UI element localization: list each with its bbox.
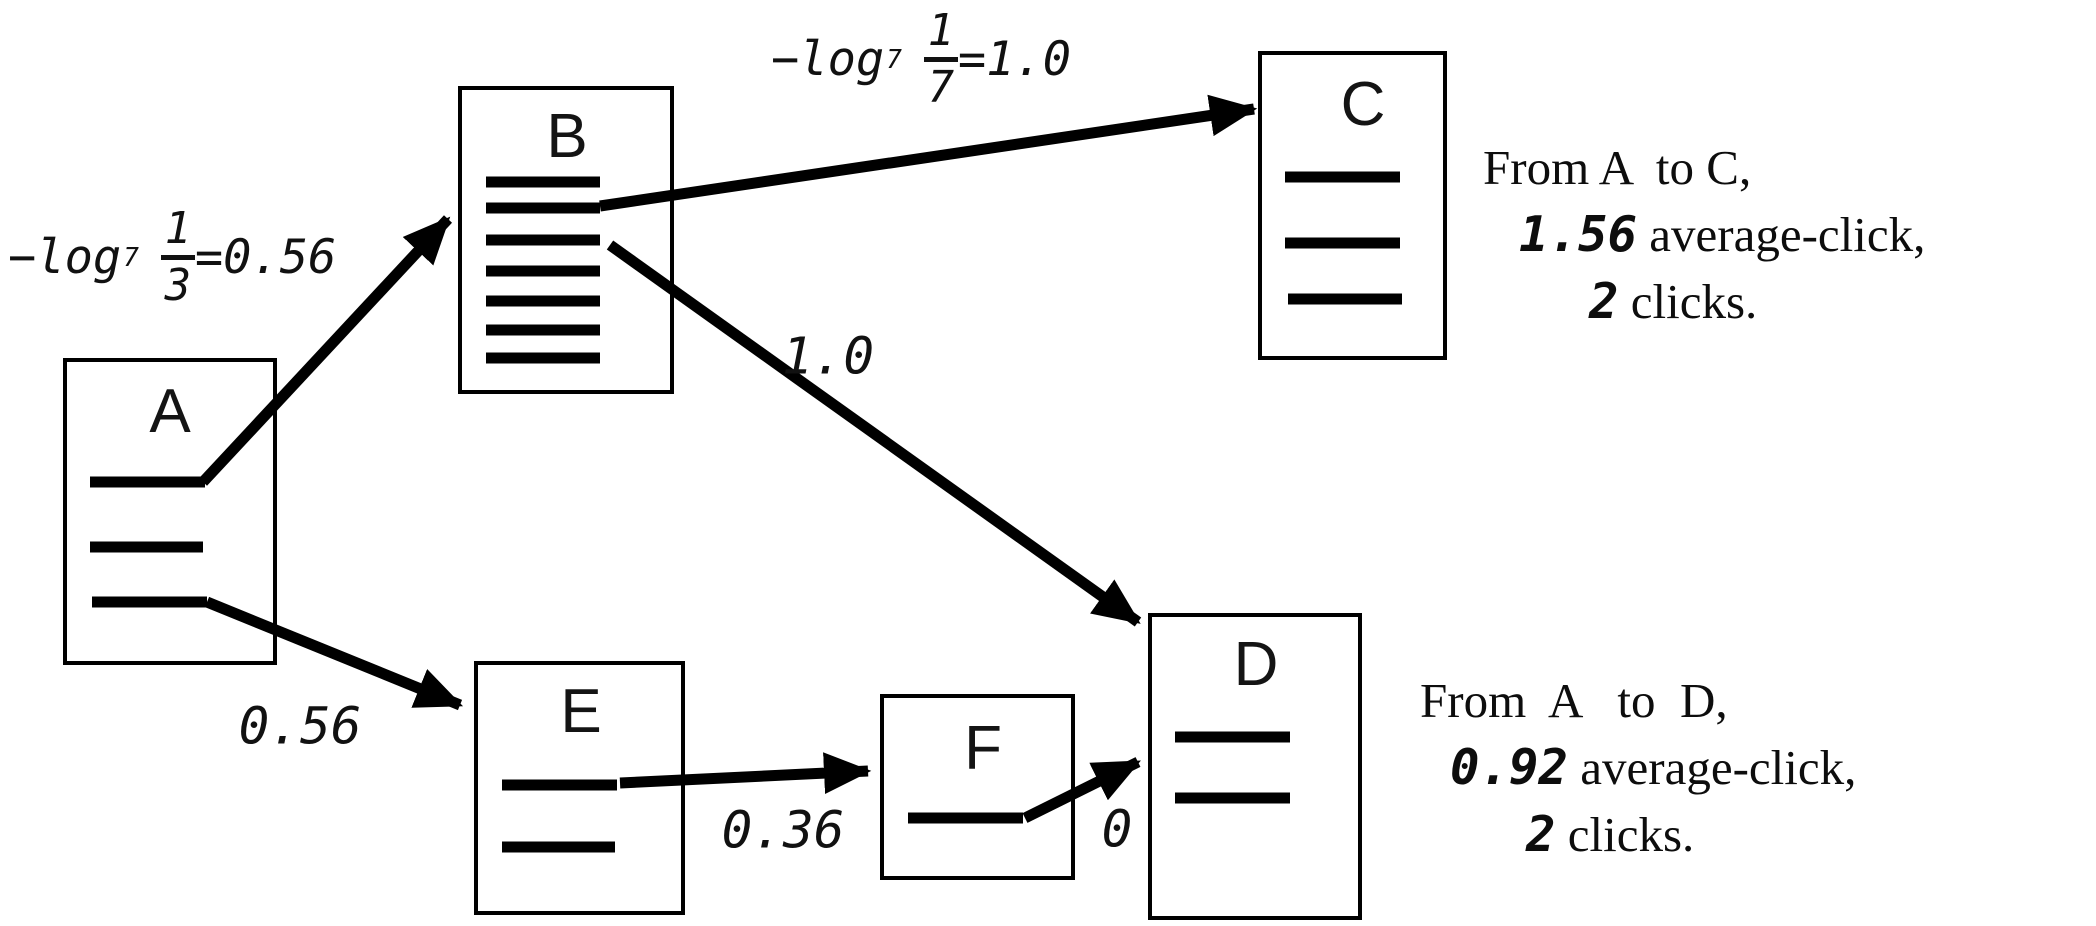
note-a-to-d: From A to D, 0.92 average-click, 2 click… bbox=[1420, 667, 1856, 868]
node-e-box bbox=[474, 661, 685, 915]
node-f: F bbox=[880, 694, 1075, 880]
node-b: B bbox=[458, 86, 674, 394]
node-f-box bbox=[880, 694, 1075, 880]
note-text: average-click, bbox=[1568, 740, 1857, 795]
arrow-a-to-b bbox=[198, 215, 453, 486]
fraction-bar bbox=[923, 57, 958, 63]
formula-a-to-b-result: =0.56 bbox=[194, 230, 337, 286]
note-a-to-c-line1: From A to C, bbox=[1483, 134, 1925, 201]
formula-b-to-c: −log 7 1 7 =1.0 bbox=[771, 5, 1072, 114]
note-text: average-click, bbox=[1637, 207, 1926, 262]
note-a-to-d-line3: 2 clicks. bbox=[1526, 801, 1856, 868]
node-c-box bbox=[1258, 51, 1447, 360]
arrow-b-to-d bbox=[606, 240, 1142, 627]
edge-label-f-to-d: 0 bbox=[1101, 800, 1133, 860]
arrow-a-to-e bbox=[204, 596, 464, 711]
node-b-label: B bbox=[546, 102, 587, 171]
node-a: A bbox=[63, 358, 277, 665]
node-d-label: D bbox=[1234, 630, 1279, 699]
average-click-value: 0.92 bbox=[1450, 739, 1569, 796]
note-a-to-d-line2: 0.92 average-click, bbox=[1450, 734, 1856, 801]
note-text: From A to D, bbox=[1420, 673, 1728, 728]
note-text: From A to C, bbox=[1483, 140, 1752, 195]
note-a-to-d-line1: From A to D, bbox=[1420, 667, 1856, 734]
fraction-denominator: 3 bbox=[164, 260, 192, 312]
clicks-value: 2 bbox=[1526, 806, 1556, 863]
node-d: D bbox=[1148, 613, 1362, 920]
node-c: C bbox=[1258, 51, 1447, 360]
fraction-numerator: 1 bbox=[164, 203, 192, 254]
arrow-f-to-d bbox=[1022, 757, 1141, 823]
node-d-box bbox=[1148, 613, 1362, 920]
node-b-box bbox=[458, 86, 674, 394]
fraction-numerator: 1 bbox=[927, 5, 955, 56]
node-a-label: A bbox=[149, 377, 191, 446]
node-f-label: F bbox=[964, 714, 1002, 783]
formula-a-to-b-prefix: −log bbox=[8, 230, 122, 286]
formula-b-to-c-result: =1.0 bbox=[957, 32, 1072, 88]
clicks-value: 2 bbox=[1589, 273, 1619, 330]
formula-b-to-c-prefix: −log bbox=[771, 32, 885, 88]
edge-label-e-to-f: 0.36 bbox=[721, 801, 845, 861]
note-text: clicks. bbox=[1618, 274, 1758, 329]
fraction-denominator: 7 bbox=[927, 62, 955, 114]
note-text: clicks. bbox=[1555, 807, 1695, 862]
edge-label-a-to-e: 0.56 bbox=[238, 697, 362, 757]
formula-b-to-c-fraction: 1 7 bbox=[923, 5, 958, 114]
note-a-to-c-line3: 2 clicks. bbox=[1589, 268, 1925, 335]
node-e-label: E bbox=[560, 677, 601, 746]
fraction-bar bbox=[160, 255, 195, 261]
node-a-box bbox=[63, 358, 277, 665]
average-click-value: 1.56 bbox=[1519, 206, 1638, 263]
node-e: E bbox=[474, 661, 685, 915]
arrow-e-to-f bbox=[619, 752, 872, 795]
note-a-to-c-line2: 1.56 average-click, bbox=[1519, 201, 1925, 268]
edge-label-b-to-d: 1.0 bbox=[781, 327, 875, 387]
node-c-label: C bbox=[1341, 70, 1386, 139]
arrow-b-to-c bbox=[599, 94, 1258, 212]
formula-a-to-b-fraction: 1 3 bbox=[160, 203, 195, 312]
note-a-to-c: From A to C, 1.56 average-click, 2 click… bbox=[1483, 134, 1925, 335]
